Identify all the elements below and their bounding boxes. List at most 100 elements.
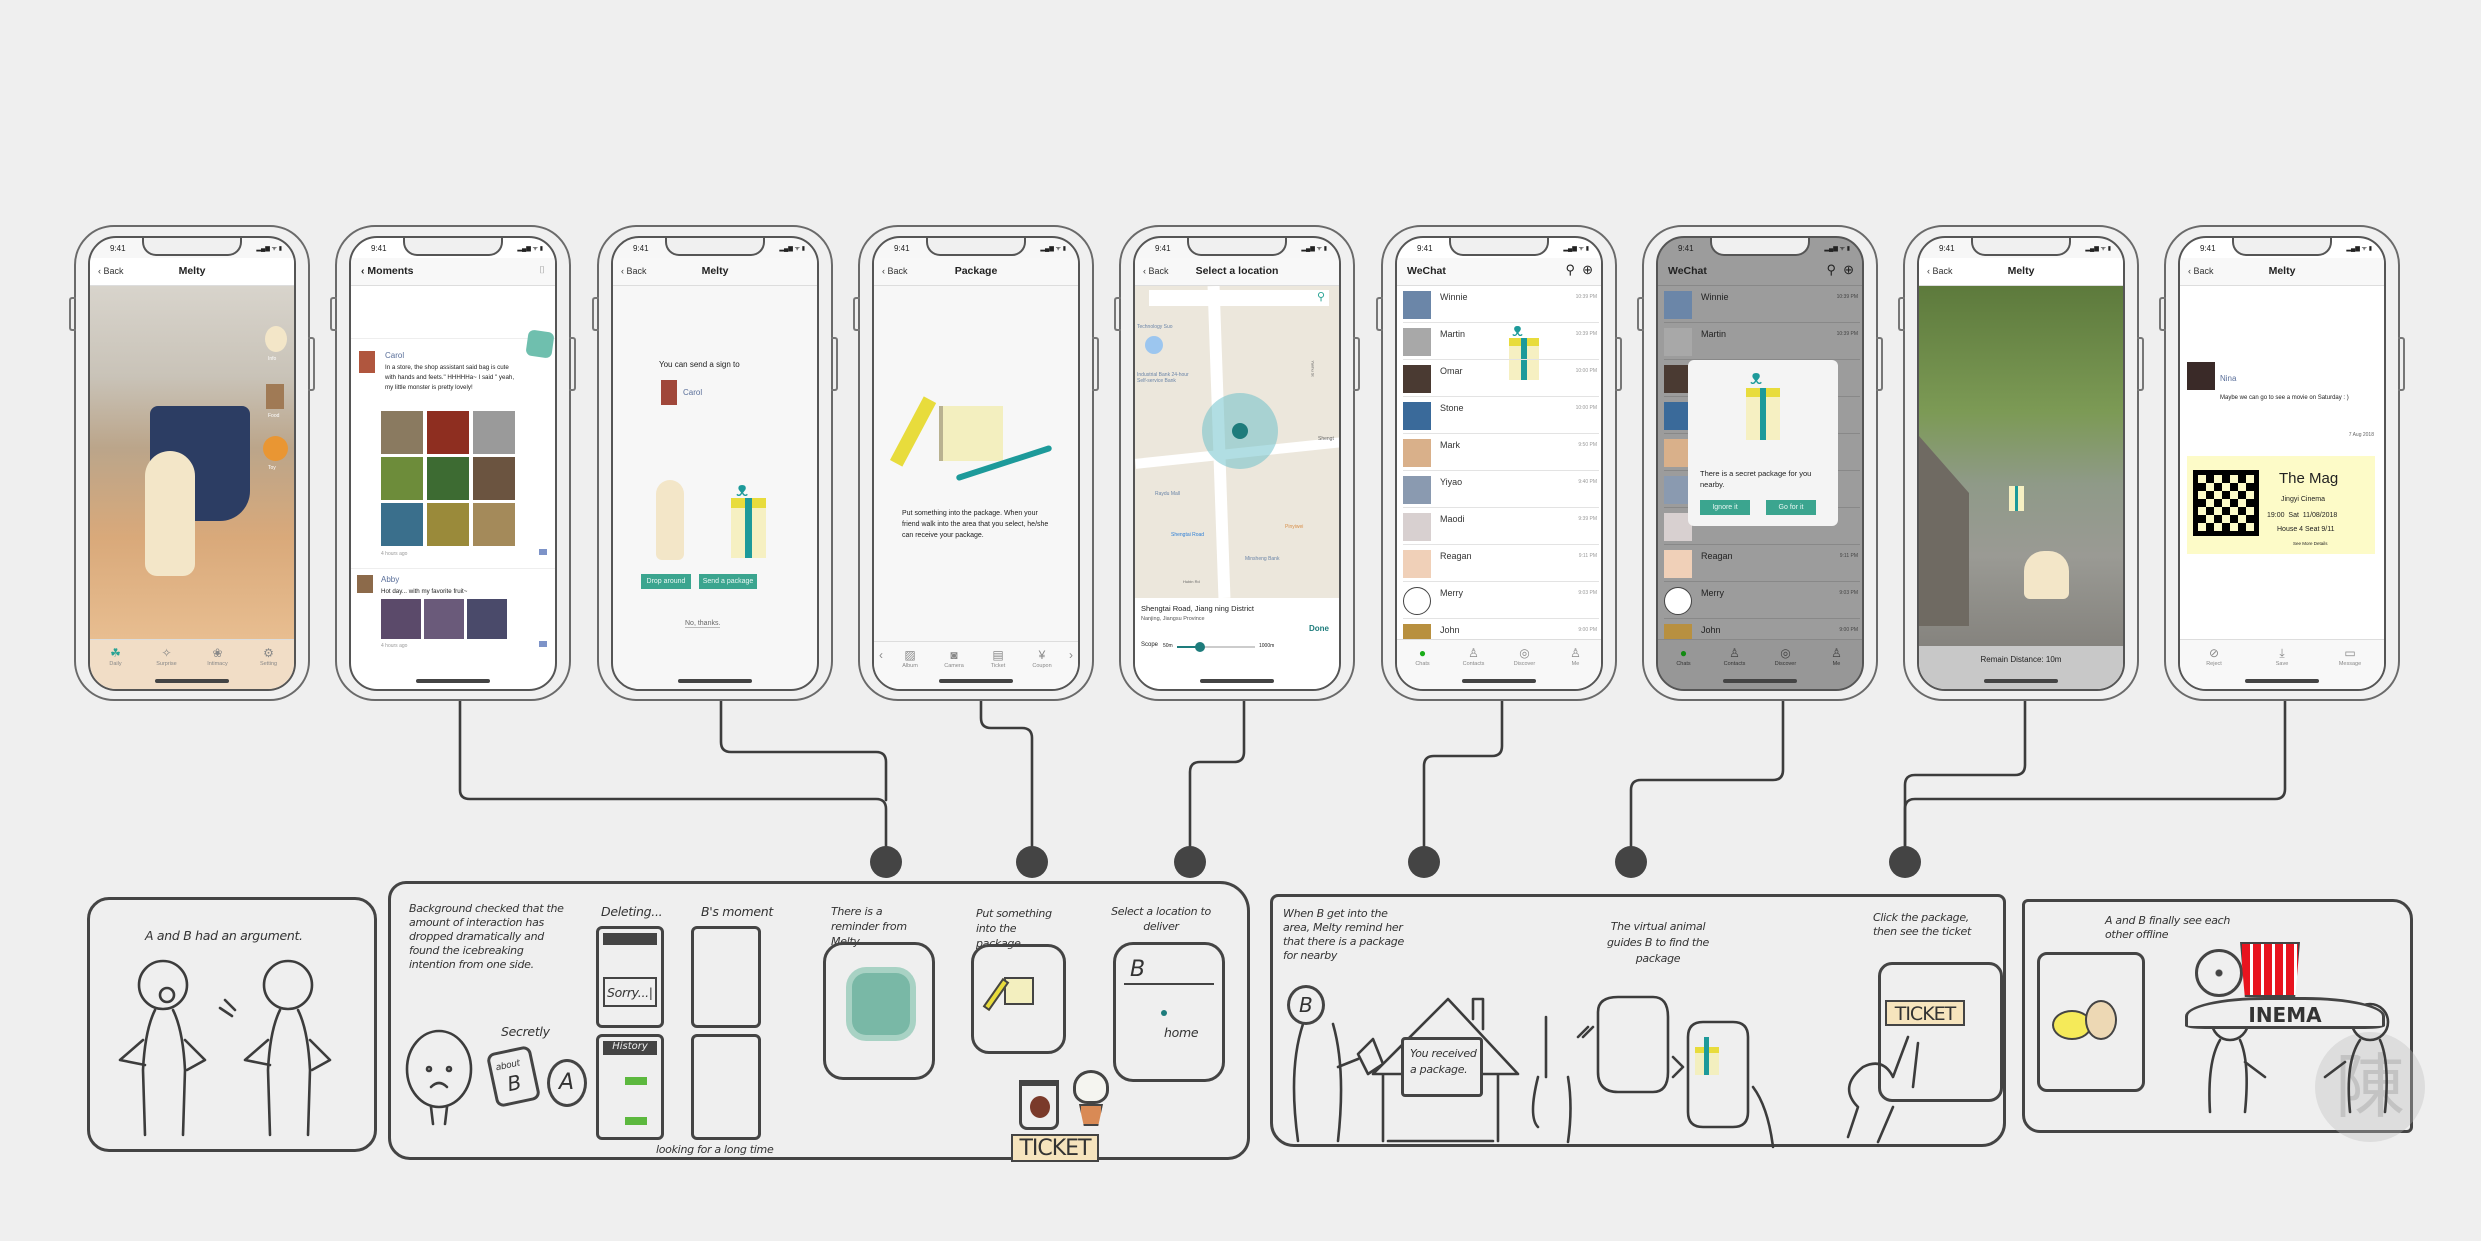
- tool-camera[interactable]: ◙Camera: [934, 648, 974, 689]
- search-bar[interactable]: ⚲: [1149, 290, 1329, 306]
- go-for-it-button[interactable]: Go for it: [1766, 500, 1816, 515]
- post-photo[interactable]: [381, 503, 423, 546]
- no-thanks-link[interactable]: No, thanks.: [685, 620, 721, 628]
- movie-ticket-card[interactable]: The Mag Jingyi Cinema 19:00 Sat 11/08/20…: [2187, 456, 2375, 554]
- chevron-left-icon[interactable]: ‹: [879, 648, 883, 662]
- tab-contacts[interactable]: ♙Contacts: [1454, 646, 1494, 689]
- post-photo[interactable]: [473, 457, 515, 500]
- search-icon[interactable]: ⚲: [1826, 262, 1836, 277]
- tool-coupon[interactable]: ¥Coupon: [1022, 648, 1062, 689]
- toy-ball-icon[interactable]: [263, 436, 288, 461]
- save-button[interactable]: ⤓Save: [2262, 646, 2302, 689]
- figure-a-sketch: [118, 959, 207, 1137]
- add-icon[interactable]: ⊕: [1582, 262, 1593, 277]
- post-photo[interactable]: [427, 411, 469, 454]
- chat-name: John: [1701, 625, 1721, 635]
- post-abby: Abby Hot day... with my favorite fruit~ …: [351, 568, 555, 668]
- back-button[interactable]: ‹ Back: [621, 266, 647, 276]
- moment-phone-sketch: [691, 926, 761, 1028]
- done-button[interactable]: Done: [1309, 624, 1329, 633]
- back-button[interactable]: ‹ Back: [98, 266, 124, 276]
- tab-me[interactable]: ♙Me: [1556, 646, 1596, 689]
- post-photo[interactable]: [424, 599, 464, 639]
- post-photo[interactable]: [473, 411, 515, 454]
- food-icon[interactable]: [266, 384, 284, 409]
- tab-label: Intimacy: [207, 661, 228, 667]
- post-photo[interactable]: [427, 457, 469, 500]
- tab-setting[interactable]: ⚙Setting: [249, 646, 289, 689]
- back-button[interactable]: ‹ Back: [1143, 266, 1169, 276]
- info-icon[interactable]: [265, 326, 287, 352]
- send-package-button[interactable]: Send a package: [699, 574, 757, 589]
- comment-icon[interactable]: [539, 549, 547, 555]
- camera-icon[interactable]: ⌷: [539, 265, 545, 276]
- post-photo[interactable]: [381, 457, 423, 500]
- tool-ticket[interactable]: ▤Ticket: [978, 648, 1018, 689]
- chat-row[interactable]: [1664, 508, 1860, 545]
- tab-intimacy[interactable]: ❀Intimacy: [198, 646, 238, 689]
- back-label: Back: [887, 266, 908, 276]
- search-icon[interactable]: ⚲: [1316, 291, 1325, 303]
- message-text: Maybe we can go to see a movie on Saturd…: [2220, 395, 2349, 401]
- map-view[interactable]: ⚲ Technology Suo Industrial Bank 24-hour…: [1135, 286, 1339, 598]
- tab-me[interactable]: ♙Me: [1817, 646, 1857, 689]
- ticket-sketch: TICKET: [1885, 1000, 1965, 1026]
- tab-chats[interactable]: ●Chats: [1403, 646, 1443, 689]
- tab-daily[interactable]: ☘Daily: [96, 646, 136, 689]
- slider-knob[interactable]: [1195, 642, 1206, 652]
- comment-icon[interactable]: [539, 641, 547, 647]
- sad-face-sketch: [405, 1029, 473, 1126]
- post-photo[interactable]: [381, 599, 421, 639]
- add-icon[interactable]: ⊕: [1843, 262, 1854, 277]
- tab-surprise[interactable]: ✧Surprise: [147, 646, 187, 689]
- tab-discover[interactable]: ◎Discover: [1766, 646, 1806, 689]
- status-icons: ▂▄▆ ᯤ ▮: [779, 246, 805, 252]
- back-button[interactable]: ‹ Back: [882, 266, 908, 276]
- post-photo[interactable]: [381, 411, 423, 454]
- avatar: [357, 575, 373, 593]
- back-button[interactable]: ‹ Moments: [361, 265, 414, 277]
- chat-name: Stone: [1440, 403, 1464, 413]
- location-pin-icon[interactable]: [1232, 423, 1248, 439]
- message-button[interactable]: ▭Message: [2330, 646, 2370, 689]
- tab-contacts[interactable]: ♙Contacts: [1715, 646, 1755, 689]
- reject-button[interactable]: ⊘Reject: [2194, 646, 2234, 689]
- status-bar: 9:41▂▄▆ ᯤ ▮: [1919, 238, 2123, 258]
- status-bar: 9:41▂▄▆ ᯤ ▮: [613, 238, 817, 258]
- chat-name: Martin: [1440, 329, 1466, 339]
- post-photo[interactable]: [473, 503, 515, 546]
- see-more-details-link[interactable]: See More Details: [2293, 541, 2328, 546]
- chevron-right-icon[interactable]: ›: [1069, 648, 1073, 662]
- drop-around-button[interactable]: Drop around: [641, 574, 691, 589]
- tab-discover[interactable]: ◎Discover: [1505, 646, 1545, 689]
- ignore-button[interactable]: Ignore it: [1700, 500, 1750, 515]
- chat-time: 10:39 PM: [1575, 294, 1597, 300]
- tool-album[interactable]: ▨Album: [890, 648, 930, 689]
- person-icon: ♙: [1831, 646, 1842, 660]
- back-button[interactable]: ‹ Back: [1927, 266, 1953, 276]
- status-bar: 9:41▂▄▆ ᯤ ▮: [90, 238, 294, 258]
- tab-chats[interactable]: ●Chats: [1664, 646, 1704, 689]
- nav-title: Melty: [2268, 265, 2296, 277]
- post-photo[interactable]: [467, 599, 507, 639]
- back-button[interactable]: ‹ Back: [2188, 266, 2214, 276]
- search-icon[interactable]: ⚲: [1565, 262, 1575, 277]
- scope-slider[interactable]: [1177, 642, 1255, 652]
- status-bar: 9:41▂▄▆ ᯤ ▮: [1658, 238, 1862, 258]
- post-photo[interactable]: [427, 503, 469, 546]
